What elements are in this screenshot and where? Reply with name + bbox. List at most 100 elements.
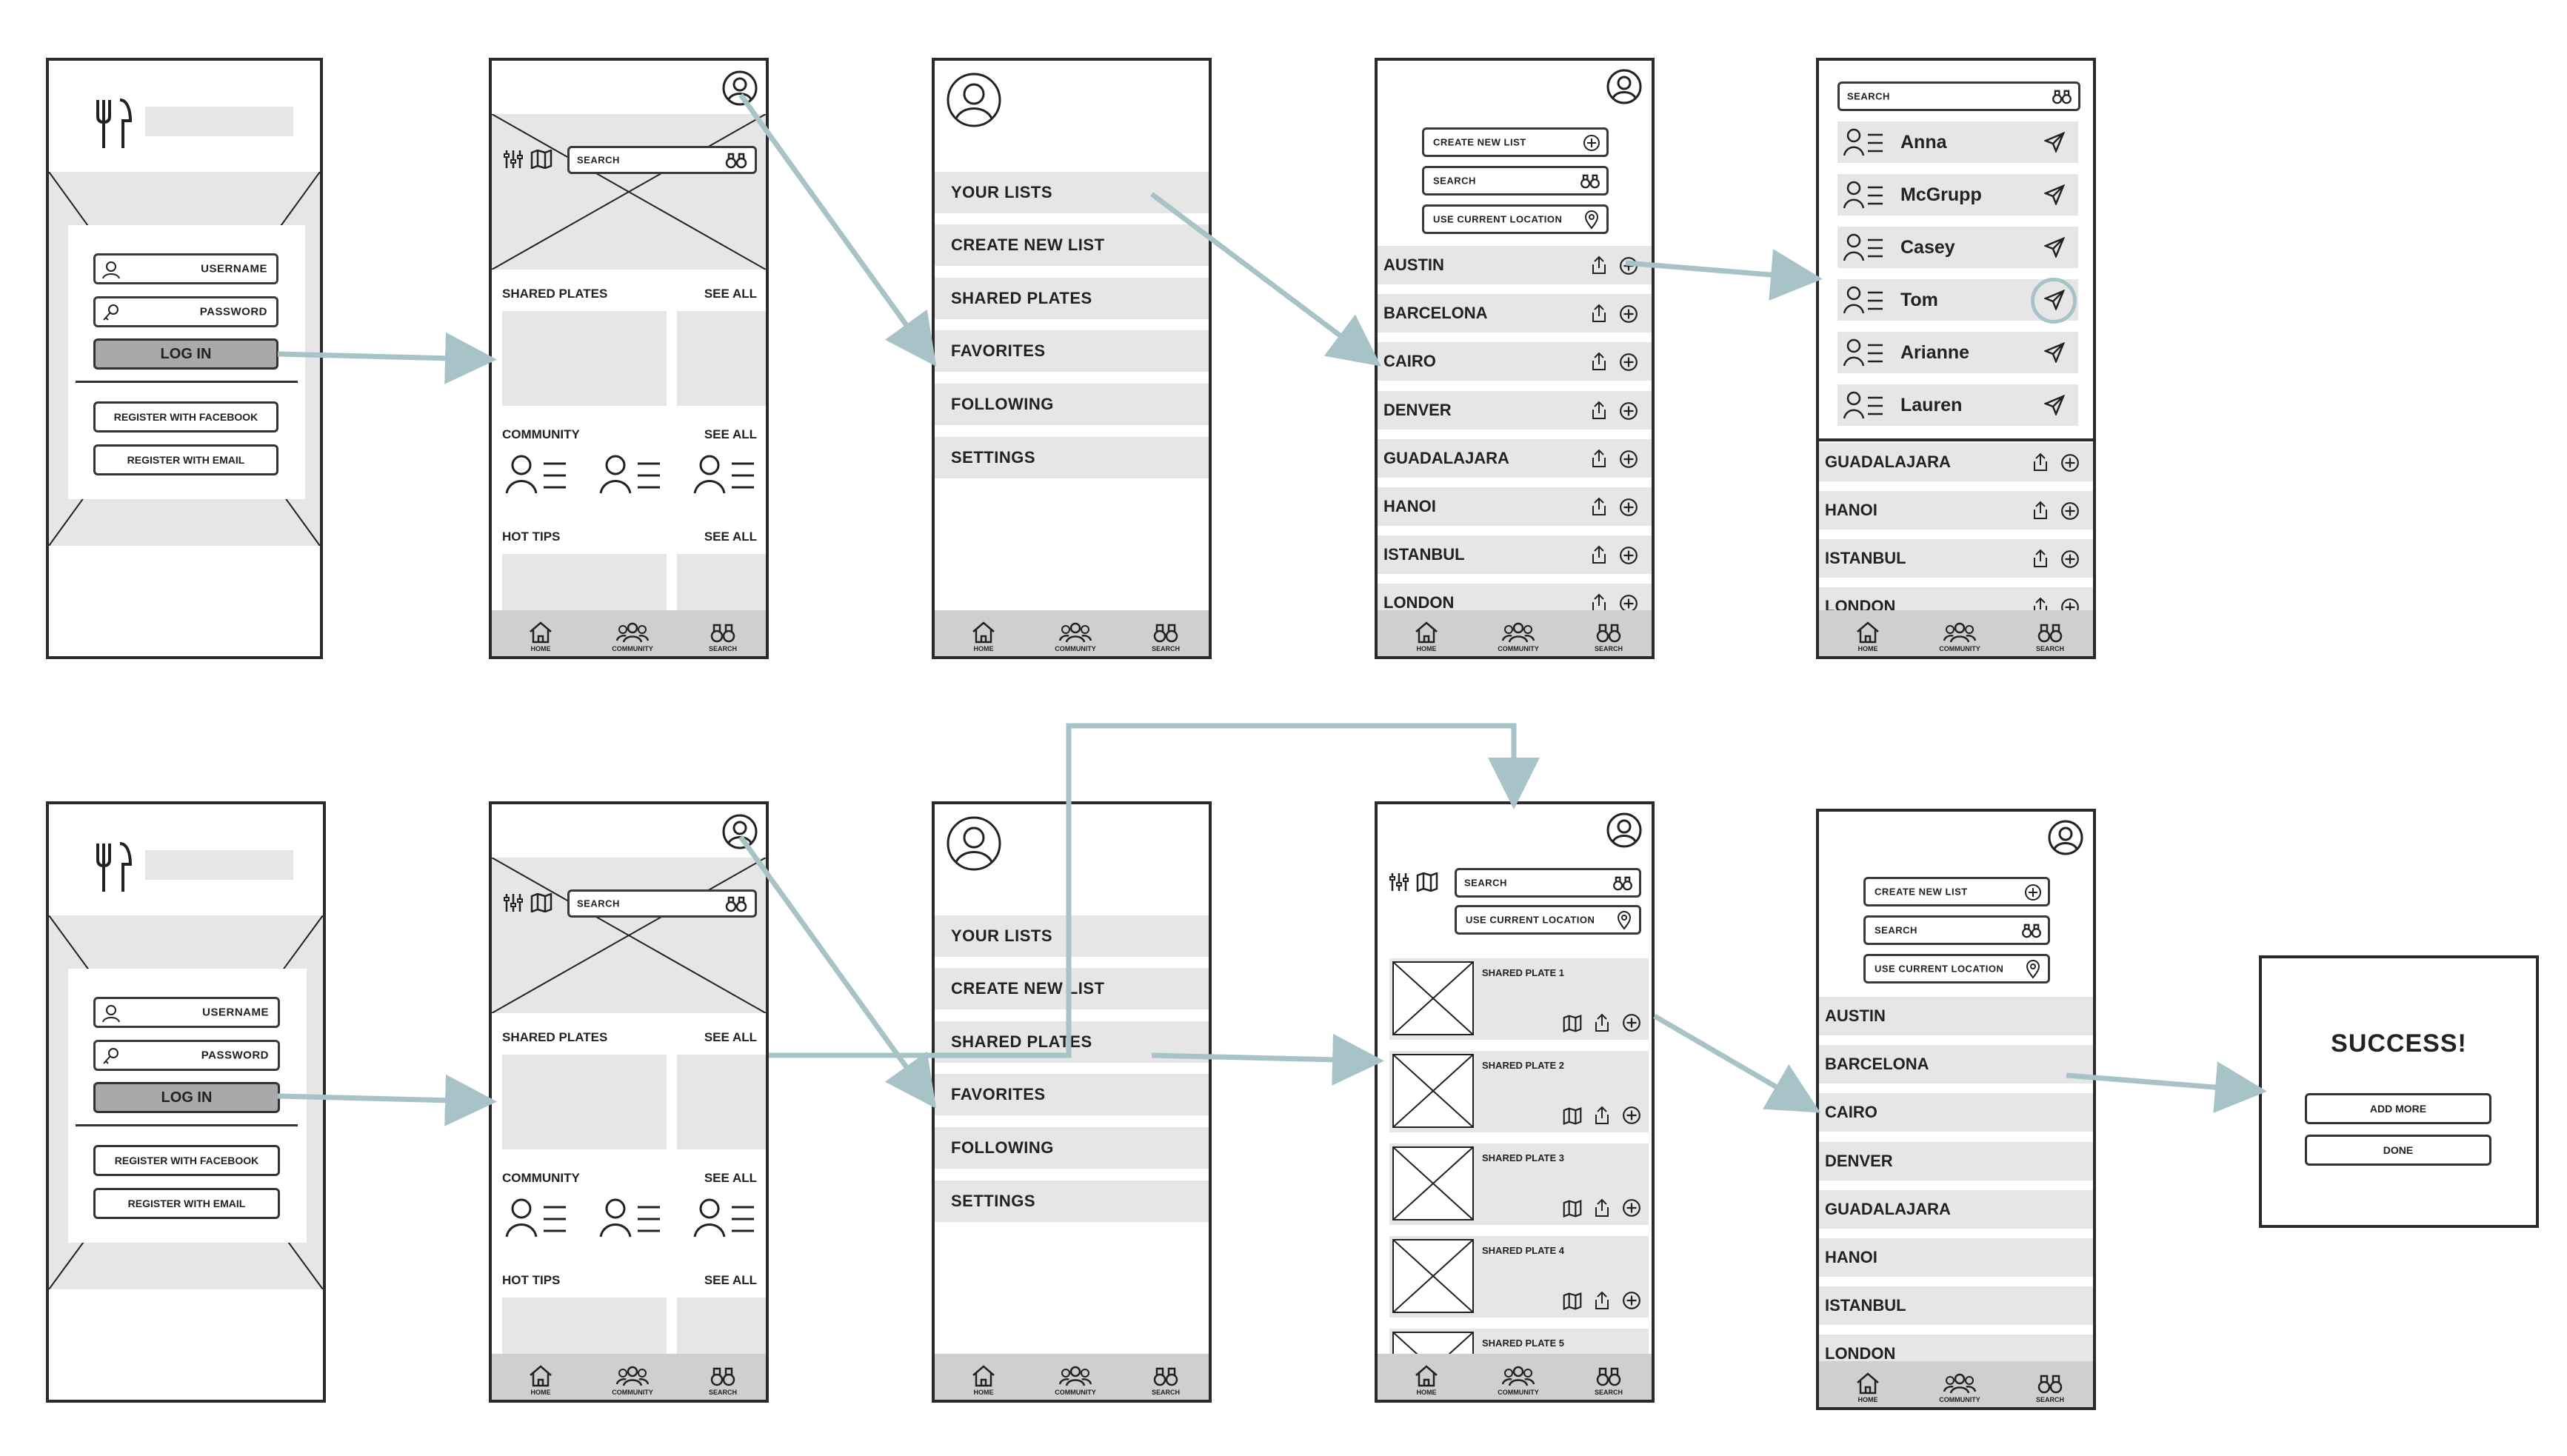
menu-create-new-list[interactable]: CREATE NEW LIST [935, 968, 1209, 1009]
map-icon[interactable] [1563, 1292, 1582, 1310]
community-see-all[interactable]: SEE ALL [704, 1171, 757, 1185]
menu-your-lists[interactable]: YOUR LISTS [935, 172, 1209, 213]
add-icon[interactable] [1619, 304, 1638, 324]
share-icon[interactable] [1594, 1106, 1610, 1125]
community-user-icon[interactable] [599, 453, 663, 495]
search-input[interactable]: SEARCH [1422, 166, 1609, 196]
city-denver[interactable]: DENVER [1378, 391, 1652, 430]
add-icon[interactable] [1619, 450, 1638, 469]
city-barcelona[interactable]: BARCELONA [1378, 294, 1652, 333]
community-user-icon[interactable] [505, 453, 569, 495]
nav-community[interactable]: COMMUNITY [1046, 1365, 1105, 1396]
filter-icon[interactable] [502, 148, 524, 170]
add-icon[interactable] [2060, 550, 2080, 569]
community-user-icon[interactable] [505, 1197, 569, 1238]
nav-search[interactable]: SEARCH [693, 1366, 752, 1396]
profile-icon[interactable] [945, 71, 1003, 129]
nav-home[interactable]: HOME [511, 1365, 570, 1396]
city-guadalajara[interactable]: GUADALAJARA [1819, 1190, 2093, 1229]
share-icon[interactable] [1591, 497, 1607, 516]
person-row-tom[interactable]: Tom [1837, 278, 2078, 324]
use-current-location-button[interactable]: USE CURRENT LOCATION [1863, 954, 2050, 984]
add-icon[interactable] [1622, 1013, 1641, 1032]
shared-plate-card[interactable] [502, 1055, 667, 1149]
city-denver[interactable]: DENVER [1819, 1142, 2093, 1181]
add-icon[interactable] [1619, 401, 1638, 421]
profile-icon[interactable] [1606, 812, 1643, 849]
person-row-mcgrupp[interactable]: McGrupp [1837, 174, 2078, 216]
city-austin[interactable]: AUSTIN [1378, 246, 1652, 284]
search-input[interactable]: SEARCH [1863, 915, 2050, 945]
add-icon[interactable] [1622, 1198, 1641, 1218]
add-icon[interactable] [1619, 256, 1638, 275]
profile-icon[interactable] [1606, 68, 1643, 105]
password-field[interactable]: PASSWORD [93, 296, 278, 327]
hot-tips-see-all[interactable]: SEE ALL [704, 1273, 757, 1287]
nav-community[interactable]: COMMUNITY [1930, 1372, 1989, 1403]
nav-community[interactable]: COMMUNITY [1489, 621, 1548, 652]
city-guadalajara[interactable]: GUADALAJARA [1819, 443, 2093, 481]
menu-your-lists[interactable]: YOUR LISTS [935, 915, 1209, 957]
nav-search[interactable]: SEARCH [2020, 1374, 2080, 1403]
username-field[interactable]: USERNAME [93, 997, 280, 1028]
city-cairo[interactable]: CAIRO [1378, 342, 1652, 381]
register-email-button[interactable]: REGISTER WITH EMAIL [93, 444, 278, 475]
menu-shared-plates[interactable]: SHARED PLATES [935, 278, 1209, 319]
nav-search[interactable]: SEARCH [1579, 1366, 1638, 1396]
share-icon[interactable] [1591, 256, 1607, 275]
profile-icon[interactable] [2047, 819, 2084, 856]
nav-home[interactable]: HOME [954, 1365, 1013, 1396]
share-icon[interactable] [1591, 304, 1607, 323]
city-guadalajara[interactable]: GUADALAJARA [1378, 439, 1652, 478]
send-icon[interactable] [2044, 184, 2065, 205]
hot-tip-card[interactable] [677, 1298, 766, 1364]
community-see-all[interactable]: SEE ALL [704, 427, 757, 441]
register-email-button[interactable]: REGISTER WITH EMAIL [93, 1188, 280, 1219]
nav-search[interactable]: SEARCH [2020, 623, 2080, 652]
menu-following[interactable]: FOLLOWING [935, 1127, 1209, 1169]
send-icon[interactable] [2044, 342, 2065, 363]
map-icon[interactable] [1563, 1015, 1582, 1032]
city-barcelona[interactable]: BARCELONA [1819, 1045, 2093, 1083]
nav-community[interactable]: COMMUNITY [603, 1365, 662, 1396]
add-icon[interactable] [1622, 1106, 1641, 1125]
city-hanoi[interactable]: HANOI [1819, 491, 2093, 530]
share-icon[interactable] [2032, 501, 2049, 520]
shared-plates-see-all[interactable]: SEE ALL [704, 287, 757, 301]
password-field[interactable]: PASSWORD [93, 1040, 280, 1071]
nav-community[interactable]: COMMUNITY [1046, 621, 1105, 652]
person-row-casey[interactable]: Casey [1837, 227, 2078, 268]
person-row-lauren[interactable]: Lauren [1837, 384, 2078, 426]
hot-tip-card[interactable] [677, 554, 766, 621]
map-icon[interactable] [1563, 1200, 1582, 1218]
community-user-icon[interactable] [693, 1197, 757, 1238]
send-icon[interactable] [2044, 132, 2065, 153]
menu-following[interactable]: FOLLOWING [935, 384, 1209, 425]
search-input[interactable]: SEARCH [1837, 81, 2080, 111]
share-icon[interactable] [1591, 401, 1607, 420]
search-input[interactable]: SEARCH [567, 146, 757, 174]
profile-icon[interactable] [721, 70, 758, 107]
add-more-button[interactable]: ADD MORE [2305, 1093, 2491, 1124]
city-istanbul[interactable]: ISTANBUL [1819, 1286, 2093, 1325]
share-icon[interactable] [1594, 1013, 1610, 1032]
add-icon[interactable] [1619, 353, 1638, 372]
create-new-list-button[interactable]: CREATE NEW LIST [1863, 877, 2050, 906]
search-input[interactable]: SEARCH [1455, 868, 1641, 898]
add-icon[interactable] [2060, 453, 2080, 472]
person-row-anna[interactable]: Anna [1837, 121, 2078, 163]
shared-plate-item[interactable]: SHARED PLATE 4 [1389, 1236, 1649, 1318]
map-icon[interactable] [530, 150, 553, 169]
add-icon[interactable] [1622, 1291, 1641, 1310]
menu-settings[interactable]: SETTINGS [935, 1181, 1209, 1222]
nav-search[interactable]: SEARCH [1579, 623, 1638, 652]
username-field[interactable]: USERNAME [93, 253, 278, 284]
share-icon[interactable] [1594, 1291, 1610, 1310]
send-icon[interactable] [2044, 237, 2065, 258]
nav-community[interactable]: COMMUNITY [603, 621, 662, 652]
profile-icon[interactable] [945, 815, 1003, 872]
nav-home[interactable]: HOME [1397, 621, 1456, 652]
add-icon[interactable] [1619, 498, 1638, 517]
map-icon[interactable] [1416, 872, 1438, 892]
shared-plate-card[interactable] [502, 311, 667, 406]
